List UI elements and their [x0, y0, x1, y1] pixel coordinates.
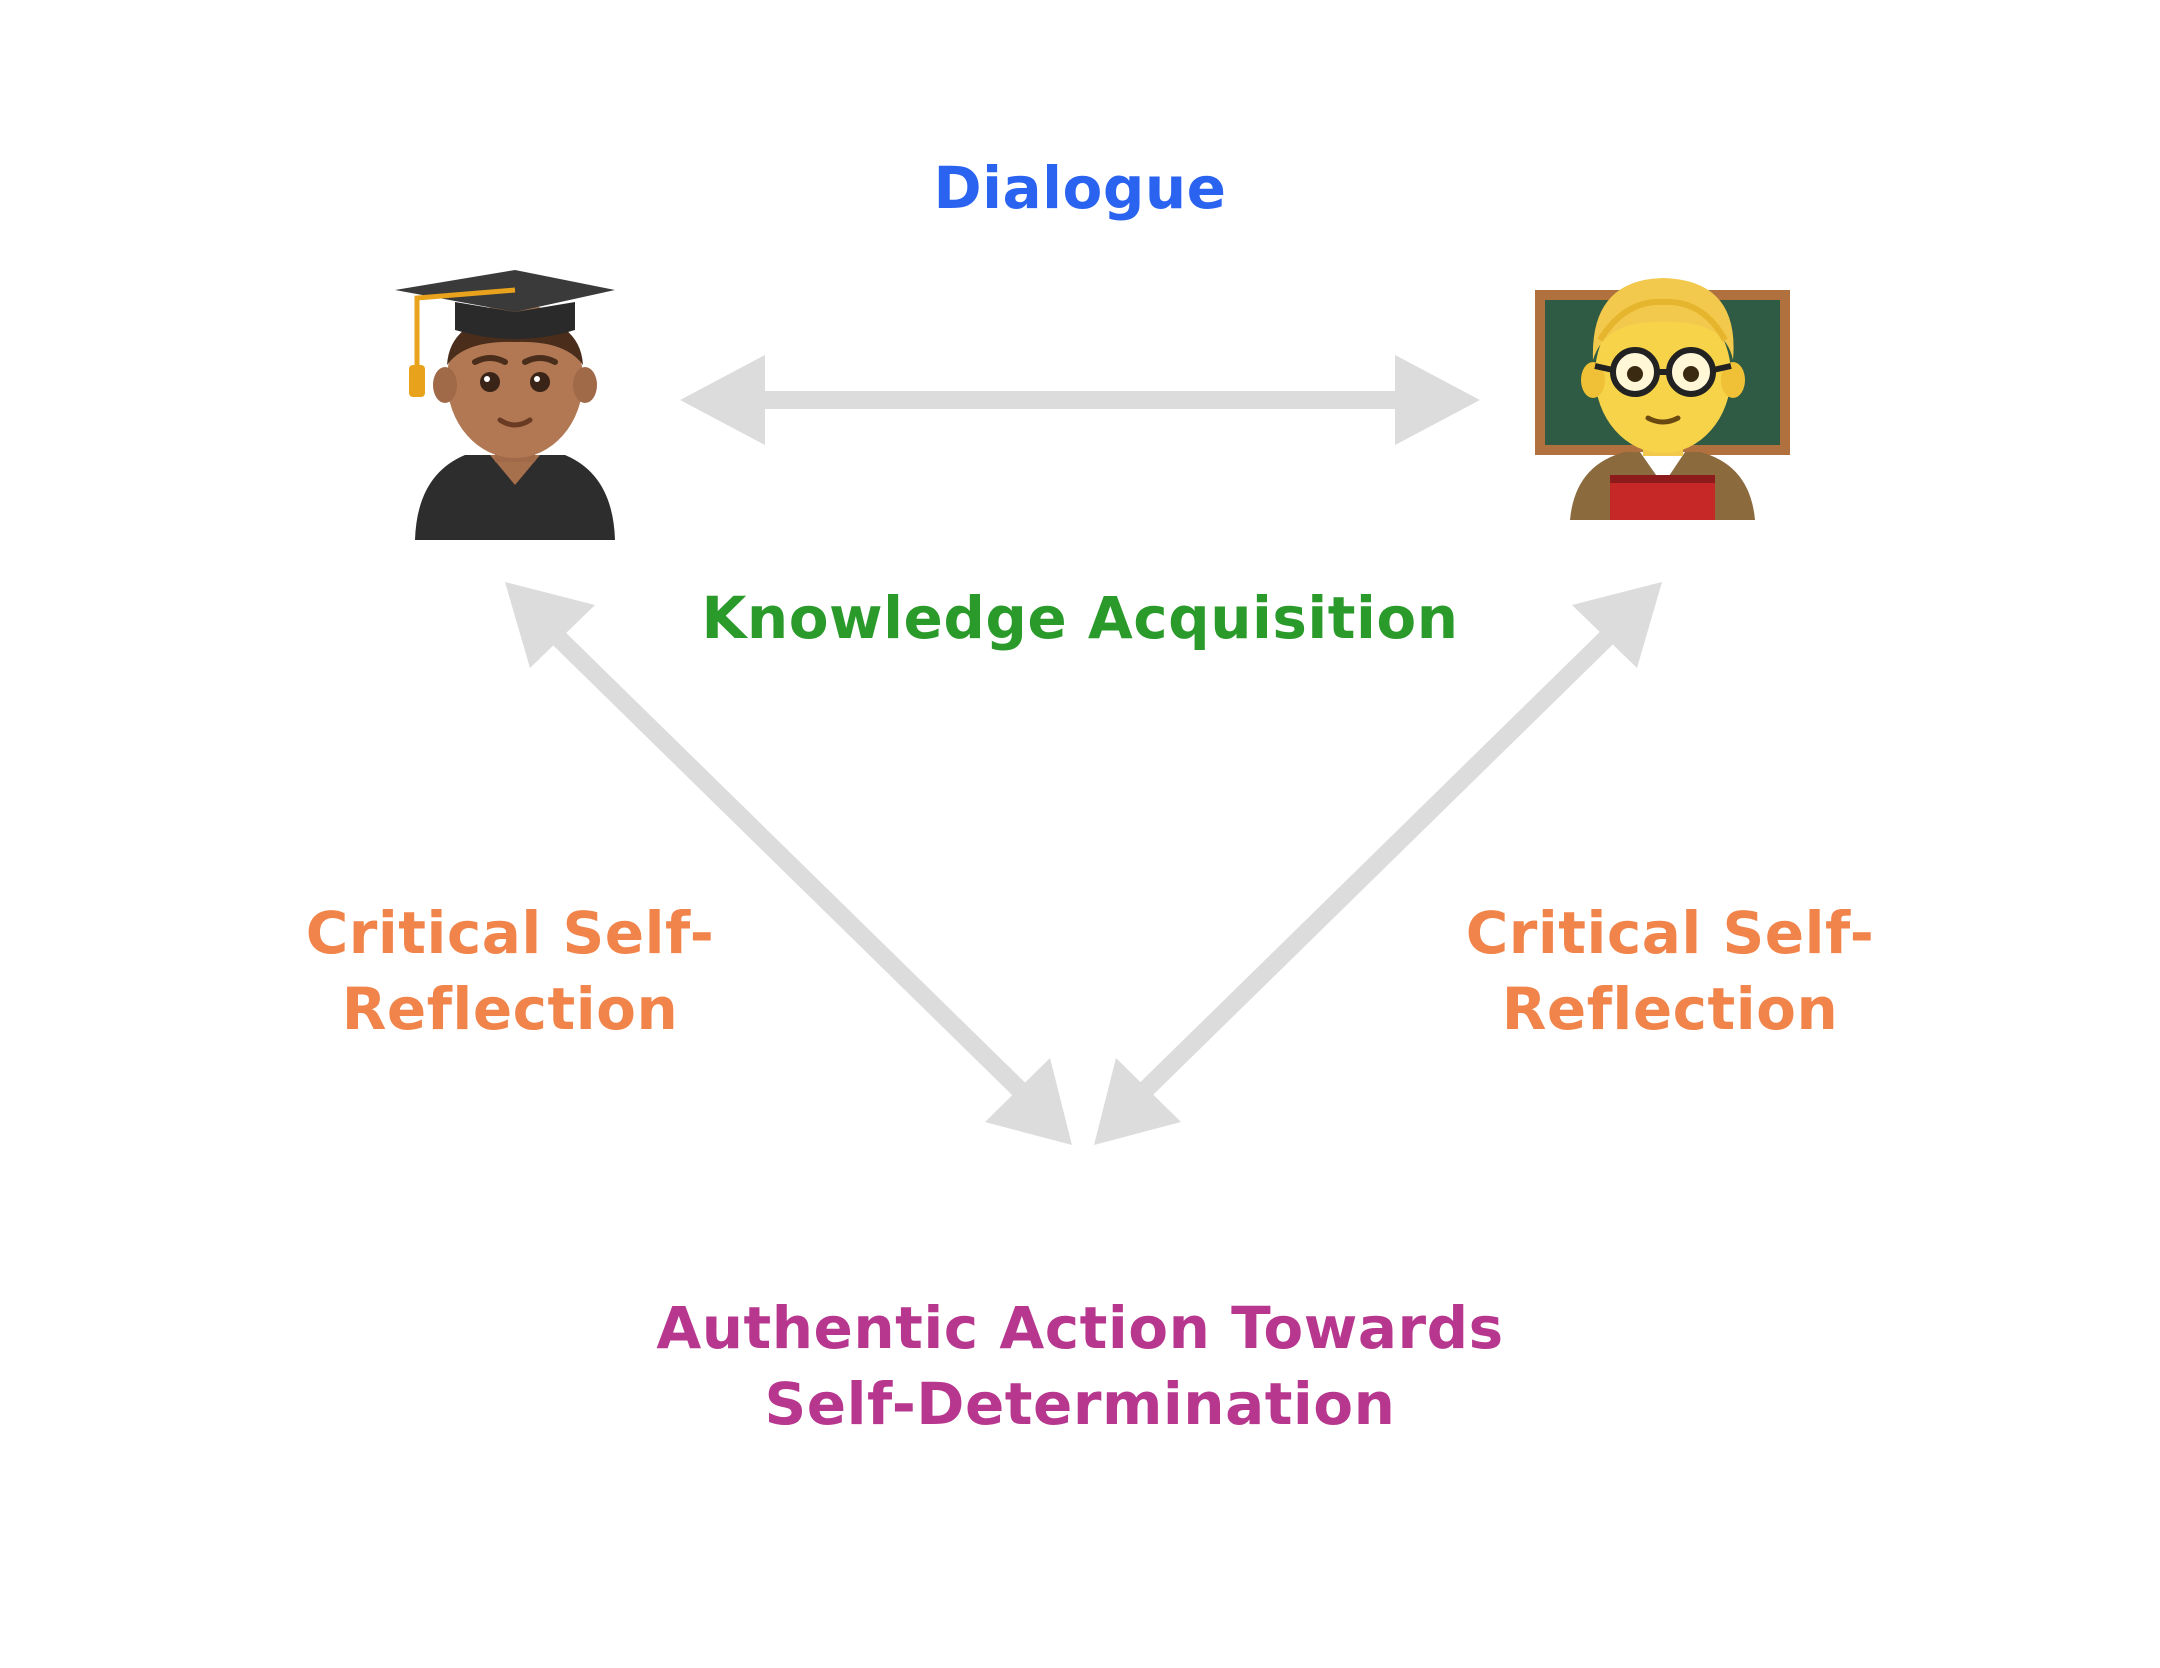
critical-self-reflection-left-label: Critical Self- Reflection	[200, 895, 820, 1047]
arrow-critical-left	[505, 582, 1072, 1145]
student-emoji-icon	[395, 270, 615, 540]
critical-left-line2: Reflection	[341, 975, 679, 1043]
critical-self-reflection-right-label: Critical Self- Reflection	[1360, 895, 1980, 1047]
knowledge-text: Knowledge Acquisition	[701, 584, 1459, 652]
arrow-dialogue	[680, 355, 1480, 445]
critical-right-line1: Critical Self-	[1465, 899, 1875, 967]
critical-right-line2: Reflection	[1501, 975, 1839, 1043]
authentic-line2: Self-Determination	[764, 1370, 1396, 1438]
critical-left-line1: Critical Self-	[305, 899, 715, 967]
authentic-line1: Authentic Action Towards	[656, 1294, 1504, 1362]
knowledge-acquisition-label: Knowledge Acquisition	[680, 580, 1480, 656]
dialogue-text: Dialogue	[933, 154, 1227, 222]
authentic-action-label: Authentic Action Towards Self-Determinat…	[580, 1290, 1580, 1442]
dialogue-label: Dialogue	[780, 150, 1380, 226]
arrow-critical-right	[1094, 582, 1662, 1145]
teacher-emoji-icon	[1535, 278, 1790, 520]
